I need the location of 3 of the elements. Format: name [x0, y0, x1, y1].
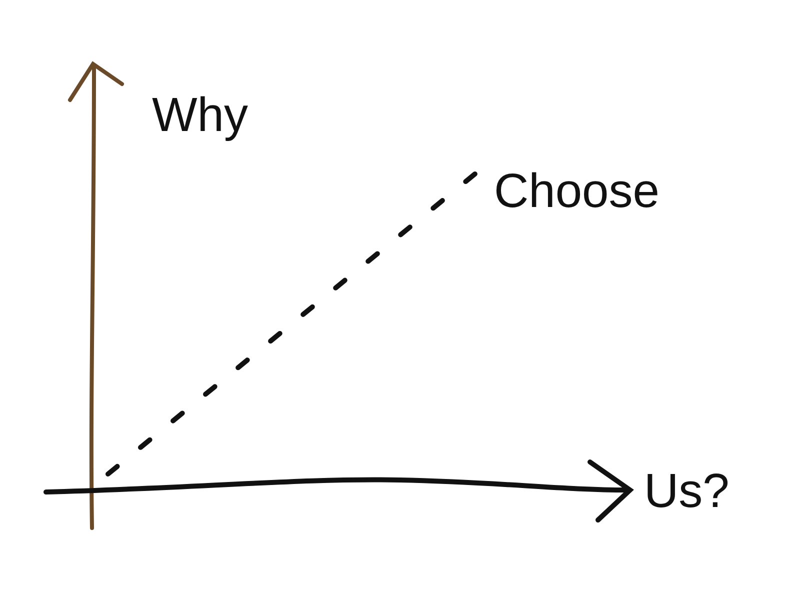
axis-label: Choose	[494, 168, 660, 216]
axis-label: Us?	[644, 468, 730, 516]
axis-label: Why	[152, 92, 248, 140]
